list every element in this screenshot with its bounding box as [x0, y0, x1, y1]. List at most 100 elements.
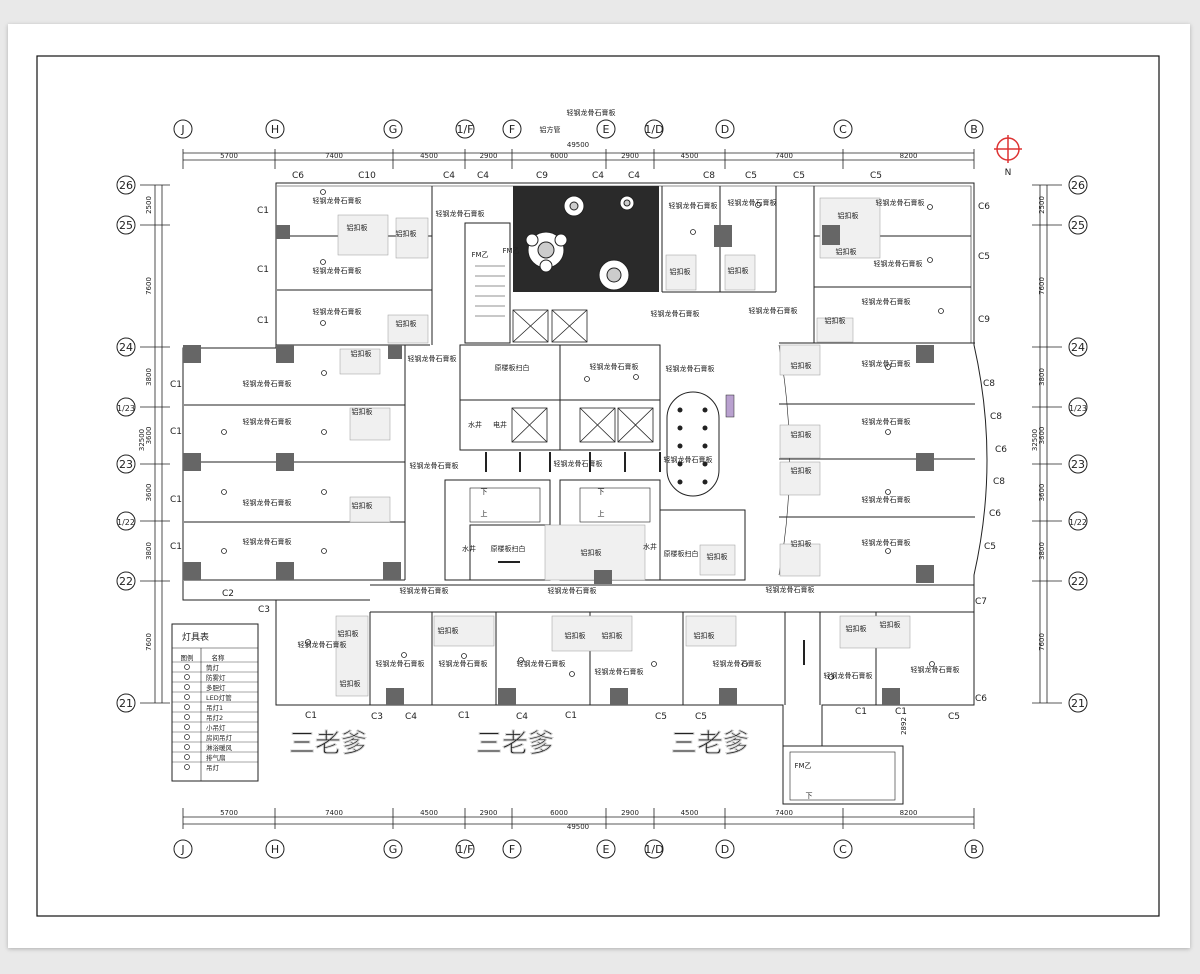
grid-label: 1/F [456, 123, 473, 136]
grid-bubble [455, 119, 475, 139]
ceiling-label: 上 [598, 509, 605, 518]
ceiling-label: 上 [481, 509, 488, 518]
grid-bubble [1068, 175, 1088, 195]
ceiling-label: 轻钢龙骨石膏板 [243, 498, 292, 507]
ceiling-label: FM乙 [502, 247, 519, 255]
ceiling-label: 轻钢龙骨石膏板 [862, 538, 911, 547]
dimension-value: 6000 [550, 152, 568, 160]
grid-label: 26 [1071, 179, 1085, 192]
column-tag: C7 [975, 597, 987, 607]
column-tag: C10 [358, 171, 376, 181]
ceiling-label: 下 [806, 792, 813, 800]
grid-bubble [1068, 511, 1088, 531]
ceiling-label: 铝扣板 [791, 466, 812, 475]
grid-label: 22 [1071, 575, 1085, 588]
dimension-value: 3800 [1038, 542, 1046, 560]
ceiling-label: 铝扣板 [352, 407, 373, 416]
legend-symbol-icon [184, 754, 190, 760]
ceiling-label: 原楼板扫白 [664, 549, 699, 558]
ceiling-label: 铝扣板 [791, 539, 812, 548]
grid-bubble [116, 175, 136, 195]
ceiling-label: 轻钢龙骨石膏板 [436, 209, 485, 218]
ceiling-label: 轻钢龙骨石膏板 [243, 379, 292, 388]
legend-item: 吊灯 [206, 763, 220, 772]
column-tag: C1 [170, 427, 182, 437]
grid-bubble [1068, 454, 1088, 474]
legend-symbol-icon [184, 674, 190, 680]
ceiling-label: 铝扣板 [728, 266, 749, 275]
dimension-lines [154, 152, 1048, 825]
ceiling-label: 铝扣板 [670, 267, 691, 276]
column-tag: C3 [258, 605, 270, 615]
grid-label: E [603, 843, 610, 856]
column-tag: C9 [978, 315, 990, 325]
column-tag: C4 [443, 171, 455, 181]
ceiling-label: 轻钢龙骨石膏板 [313, 307, 362, 316]
legend-symbol-icon [184, 694, 190, 700]
ceiling-label: 轻钢龙骨石膏板 [595, 667, 644, 676]
grid-bubble [715, 119, 735, 139]
dimension-total: 49500 [567, 823, 589, 831]
watermark-text: 三老爹 [289, 729, 367, 759]
dimension-value: 5700 [220, 152, 238, 160]
legend-symbol-icon [184, 714, 190, 720]
ceiling-lights [221, 189, 944, 680]
grid-label: 22 [119, 575, 133, 588]
column-tag: C6 [995, 445, 1007, 455]
column-tag: C2 [222, 589, 234, 599]
legend-item: 筒灯 [206, 663, 220, 672]
column-tag: C4 [592, 171, 604, 181]
dimension-value: 2900 [480, 152, 498, 160]
grid-label: D [721, 123, 729, 136]
ceiling-label: 轻钢龙骨石膏板 [243, 417, 292, 426]
ceiling-label: 铝扣板 [351, 349, 372, 358]
grid-label: H [271, 123, 279, 136]
grid-label: C [839, 123, 847, 136]
legend-item: 吊灯1 [206, 703, 223, 712]
ceiling-label: 轻钢龙骨石膏板 [862, 417, 911, 426]
column-tag: C1 [257, 206, 269, 216]
ceiling-label: 轻钢龙骨石膏板 [749, 306, 798, 315]
ceiling-label: 轻钢龙骨石膏板 [408, 354, 457, 363]
grid-bubble [265, 839, 285, 859]
ceiling-label: 铝扣板 [838, 211, 859, 220]
dimension-value: 3800 [145, 542, 153, 560]
grid-bubble [964, 119, 984, 139]
dimension-values: 5700570074007400450045002900290060006000… [138, 141, 1046, 831]
watermarks: 三老爹三老爹三老爹 [288, 729, 749, 760]
legend-symbol-icon [184, 704, 190, 710]
watermark-text: 三老爹 [476, 729, 554, 759]
ceiling-label: 铝扣板 [396, 229, 417, 238]
feature-light-dots [677, 407, 708, 485]
column-tag: C5 [655, 712, 667, 722]
grid-bubble [596, 119, 616, 139]
ceiling-label: 轻钢龙骨石膏板 [824, 671, 873, 680]
stairs [469, 265, 896, 801]
grid-bubble [502, 839, 522, 859]
legend-title: 灯具表 [182, 631, 209, 643]
grid-bubble [116, 454, 136, 474]
ceiling-label: 轻钢龙骨石膏板 [911, 665, 960, 674]
dimension-value: 7400 [775, 152, 793, 160]
dimension-value: 3800 [1038, 368, 1046, 386]
dimension-value: 8200 [900, 152, 918, 160]
legend-item: 淋浴暖风 [206, 743, 233, 752]
dimension-value: 2892 [900, 717, 908, 735]
column-tag: C1 [895, 707, 907, 717]
ceiling-label: 轻钢龙骨石膏板 [766, 585, 815, 594]
grid-bubble [715, 839, 735, 859]
ceiling-label: 轻钢龙骨石膏板 [439, 659, 488, 668]
lobby-lamps [525, 195, 635, 291]
ceiling-label: 铝扣板 [707, 552, 728, 561]
dimension-value: 3600 [1038, 427, 1046, 445]
ceiling-label: 轻钢龙骨石膏板 [298, 640, 347, 649]
column-tag: C1 [170, 380, 182, 390]
dimension-value: 7600 [1038, 277, 1046, 295]
ceiling-label: 轻钢龙骨石膏板 [313, 266, 362, 275]
grid-bubble [644, 839, 664, 859]
column-tag: C6 [989, 509, 1001, 519]
dimension-value: 7600 [145, 277, 153, 295]
grid-label: D [721, 843, 729, 856]
